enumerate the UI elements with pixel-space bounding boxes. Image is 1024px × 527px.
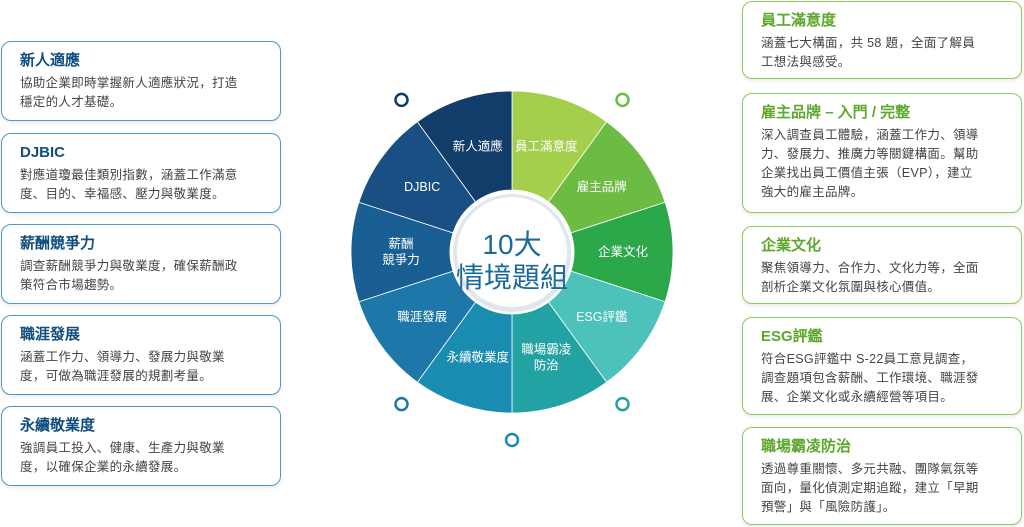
card-title: 雇主品牌 – 入門 / 完整 bbox=[761, 104, 911, 121]
wheel-segments bbox=[350, 90, 674, 414]
center-title-line1: 10大 bbox=[482, 229, 541, 260]
wheel-segment-label: 薪酬 bbox=[388, 237, 413, 251]
card-title: 企業文化 bbox=[761, 237, 822, 254]
card-title: 員工滿意度 bbox=[761, 12, 837, 29]
card-title: ESG評鑑 bbox=[761, 328, 823, 345]
card-title: DJBIC bbox=[20, 144, 66, 161]
wheel-segment-label: 新人適應 bbox=[453, 138, 503, 153]
wheel-segment bbox=[511, 90, 608, 203]
card-career-development: 職涯發展 涵蓋工作力、領導力、發展力與敬業 度，可做為職涯發展的規劃考量。 bbox=[1, 315, 281, 395]
card-desc-line: 力、發展力、推廣力等關鍵構面。幫助 bbox=[761, 147, 979, 161]
card-desc-line: 穩定的人才基礎。 bbox=[20, 95, 123, 109]
card-desc-line: 符合ESG評鑑中 S-22員工意見調查， bbox=[761, 352, 974, 366]
card-title: 職場霸凌防治 bbox=[761, 438, 852, 455]
orbit-dot bbox=[394, 396, 409, 412]
card-description: 協助企業即時掌握新人適應狀況，打造 穩定的人才基礎。 bbox=[20, 74, 266, 112]
card-desc-line: 調查薪酬競爭力與敬業度，確保薪酬政 bbox=[20, 259, 238, 273]
card-esg-assessment: ESG評鑑 符合ESG評鑑中 S-22員工意見調查， 調查題項包含薪酬、工作環境… bbox=[742, 317, 1022, 415]
card-title: 新人適應 bbox=[20, 52, 81, 69]
wheel-segment-label: 永續敬業度 bbox=[446, 350, 509, 365]
card-title: 永續敬業度 bbox=[20, 417, 96, 434]
card-desc-line: 強大的雇主品牌。 bbox=[761, 185, 864, 199]
wheel-segment-label: DJBIC bbox=[404, 180, 440, 194]
card-compensation: 薪酬競爭力 調查薪酬競爭力與敬業度，確保薪酬政 策符合市場趨勢。 bbox=[1, 224, 281, 304]
card-corporate-culture: 企業文化 聚焦領導力、合作力、文化力等，全面 剖析企業文化氛圍與核心價值。 bbox=[742, 226, 1022, 304]
card-desc-line: 調查題項包含薪酬、工作環境、職涯發 bbox=[761, 371, 979, 385]
card-title: 薪酬競爭力 bbox=[20, 235, 96, 252]
card-description: 強調員工投入、健康、生產力與敬業 度，以確保企業的永續發展。 bbox=[20, 439, 266, 477]
card-desc-line: 度，以確保企業的永續發展。 bbox=[20, 460, 187, 474]
center-title-line2: 情境題組 bbox=[456, 262, 568, 293]
card-description: 聚焦領導力、合作力、文化力等，全面 剖析企業文化氛圍與核心價值。 bbox=[761, 259, 1007, 297]
wheel-segment bbox=[570, 201, 674, 303]
wheel-segment-label: ESG評鑑 bbox=[576, 309, 628, 324]
card-desc-line: 度，可做為職涯發展的規劃考量。 bbox=[20, 369, 213, 383]
card-description: 符合ESG評鑑中 S-22員工意見調查， 調查題項包含薪酬、工作環境、職涯發 展… bbox=[761, 350, 1007, 407]
card-desc-line: 深入調查員工體驗，涵蓋工作力、領導 bbox=[761, 128, 979, 142]
wheel-segment bbox=[547, 270, 666, 383]
card-sustainable-engagement: 永續敬業度 強調員工投入、健康、生產力與敬業 度，以確保企業的永續發展。 bbox=[1, 406, 281, 486]
wheel-segment bbox=[358, 121, 477, 234]
card-description: 對應道瓊最佳類別指數，涵蓋工作滿意 度、目的、幸福感、壓力與敬業度。 bbox=[20, 166, 266, 204]
wheel-segment bbox=[358, 270, 477, 383]
card-desc-line: 涵蓋工作力、領導力、發展力與敬業 bbox=[20, 350, 225, 364]
card-employee-satisfaction: 員工滿意度 涵蓋七大構面，共 58 題，全面了解員 工想法與感受。 bbox=[742, 1, 1022, 79]
card-title: 職涯發展 bbox=[20, 326, 81, 343]
card-newcomer-adaptation: 新人適應 協助企業即時掌握新人適應狀況，打造 穩定的人才基礎。 bbox=[1, 41, 281, 121]
wheel-segment-label: 企業文化 bbox=[598, 244, 649, 259]
card-description: 涵蓋七大構面，共 58 題，全面了解員 工想法與感受。 bbox=[761, 34, 1007, 72]
wheel-segment bbox=[511, 301, 608, 414]
card-employer-brand: 雇主品牌 – 入門 / 完整 深入調查員工體驗，涵蓋工作力、領導 力、發展力、推… bbox=[742, 93, 1022, 213]
card-djbic: DJBIC 對應道瓊最佳類別指數，涵蓋工作滿意 度、目的、幸福感、壓力與敬業度。 bbox=[1, 133, 281, 213]
card-desc-line: 展、企業文化或永續經營等項目。 bbox=[761, 390, 954, 404]
orbit-dot bbox=[615, 92, 630, 108]
wheel-segment bbox=[350, 201, 454, 303]
wheel-segment-label: 職場霸凌 bbox=[521, 343, 572, 357]
card-desc-line: 企業找出員工價值主張（EVP），建立 bbox=[761, 166, 973, 180]
card-desc-line: 協助企業即時掌握新人適應狀況，打造 bbox=[20, 76, 238, 90]
card-desc-line: 透過尊重關懷、多元共融、團隊氣氛等 bbox=[761, 462, 979, 476]
card-desc-line: 度、目的、幸福感、壓力與敬業度。 bbox=[20, 187, 225, 201]
card-desc-line: 對應道瓊最佳類別指數，涵蓋工作滿意 bbox=[20, 168, 238, 182]
wheel-segment-label: 員工滿意度 bbox=[515, 138, 578, 153]
orbit-dot bbox=[615, 396, 630, 412]
orbit-dot bbox=[394, 92, 409, 108]
card-desc-line: 工想法與感受。 bbox=[761, 55, 851, 69]
card-desc-line: 強調員工投入、健康、生產力與敬業 bbox=[20, 441, 225, 455]
card-desc-line: 面向，量化偵測定期追蹤，建立「早期 bbox=[761, 481, 979, 495]
card-desc-line: 剖析企業文化氛圍與核心價值。 bbox=[761, 280, 941, 294]
orbit-dot bbox=[504, 432, 520, 448]
wheel-segment-label: 競爭力 bbox=[382, 252, 420, 267]
orbit-dots bbox=[394, 92, 630, 448]
card-description: 透過尊重關懷、多元共融、團隊氣氛等 面向，量化偵測定期追蹤，建立「早期 預警」與… bbox=[761, 460, 1007, 517]
wheel-segment bbox=[547, 121, 666, 234]
wheel-segment bbox=[416, 301, 513, 414]
wheel-segment-label: 防治 bbox=[534, 358, 559, 373]
card-description: 涵蓋工作力、領導力、發展力與敬業 度，可做為職涯發展的規劃考量。 bbox=[20, 348, 266, 386]
wheel-segment-label: 職涯發展 bbox=[397, 309, 447, 324]
card-description: 深入調查員工體驗，涵蓋工作力、領導 力、發展力、推廣力等關鍵構面。幫助 企業找出… bbox=[761, 126, 1007, 202]
center-circle bbox=[457, 197, 567, 307]
card-desc-line: 聚焦領導力、合作力、文化力等，全面 bbox=[761, 261, 979, 275]
card-desc-line: 預警」與「風險防護」。 bbox=[761, 500, 896, 514]
card-workplace-bullying-prevention: 職場霸凌防治 透過尊重關懷、多元共融、團隊氣氛等 面向，量化偵測定期追蹤，建立「… bbox=[742, 427, 1022, 525]
card-desc-line: 涵蓋七大構面，共 58 題，全面了解員 bbox=[761, 36, 976, 50]
wheel-segment-label: 雇主品牌 bbox=[577, 179, 627, 194]
wheel-segment bbox=[416, 90, 513, 203]
card-description: 調查薪酬競爭力與敬業度，確保薪酬政 策符合市場趨勢。 bbox=[20, 257, 266, 295]
card-desc-line: 策符合市場趨勢。 bbox=[20, 278, 123, 292]
